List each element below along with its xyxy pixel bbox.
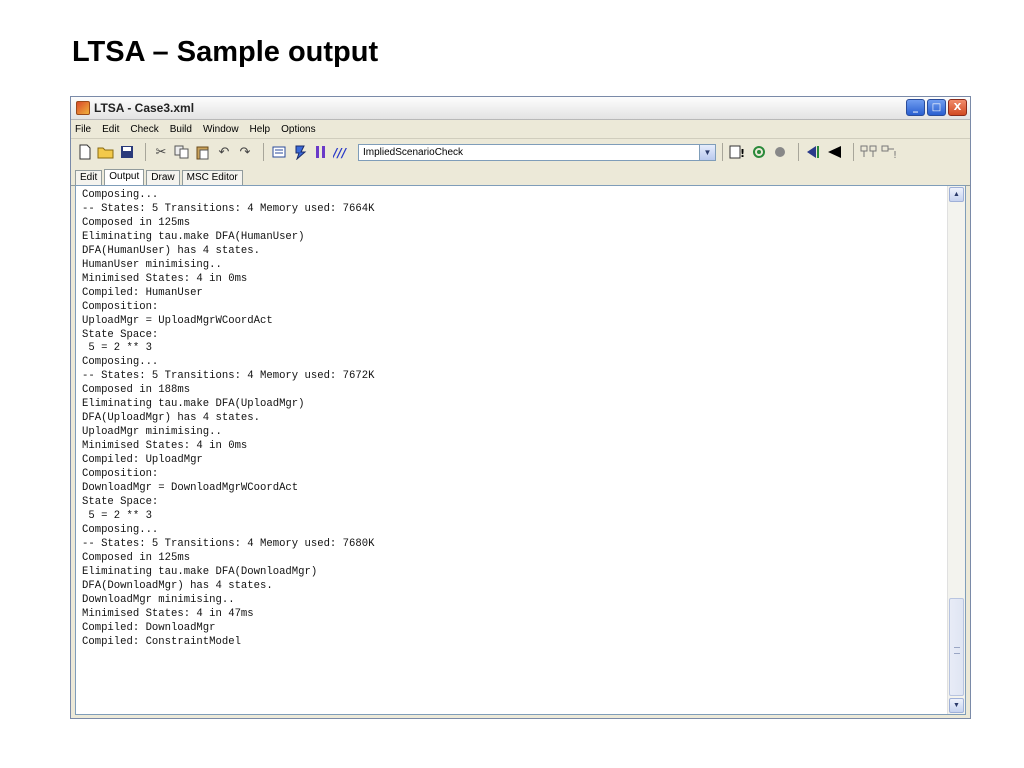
output-line: Minimised States: 4 in 47ms — [82, 607, 254, 620]
scroll-thumb[interactable] — [949, 598, 964, 696]
output-line: Compiled: HumanUser — [82, 286, 203, 299]
output-line: State Space: — [82, 328, 159, 341]
toolbar-separator — [853, 143, 854, 161]
save-icon[interactable] — [118, 143, 136, 161]
output-log[interactable]: Composing...-- States: 5 Transitions: 4 … — [82, 189, 945, 712]
close-button[interactable]: X — [948, 99, 967, 116]
window-title: LTSA - Case3.xml — [94, 101, 195, 115]
target-select-value: ImpliedScenarioCheck — [363, 146, 464, 158]
rewind-icon[interactable] — [826, 143, 844, 161]
output-panel[interactable]: Composing...-- States: 5 Transitions: 4 … — [75, 185, 966, 715]
grip-icon — [954, 647, 960, 654]
scroll-down-button[interactable]: ▼ — [949, 698, 964, 713]
output-line: Composition: — [82, 468, 159, 481]
menu-options[interactable]: Options — [281, 123, 316, 135]
scroll-up-button[interactable]: ▲ — [949, 187, 964, 202]
output-line: Minimised States: 4 in 0ms — [82, 272, 248, 285]
tab-edit[interactable]: Edit — [75, 170, 103, 185]
build-icon[interactable]: /// — [333, 143, 351, 161]
vertical-scrollbar[interactable]: ▲ ▼ — [947, 186, 965, 714]
title-bar[interactable]: LTSA - Case3.xml _ □ X — [71, 97, 970, 120]
toolbar-separator — [263, 143, 264, 161]
new-file-icon[interactable] — [76, 143, 94, 161]
output-line: Composed in 125ms — [82, 216, 191, 229]
java-app-icon — [76, 101, 90, 115]
cut-icon[interactable]: ✂ — [155, 144, 167, 160]
output-line: Composing... — [82, 189, 159, 201]
maximize-button[interactable]: □ — [927, 99, 946, 116]
toolbar: ✂ ↶ ↷ /// ImpliedScenarioCheck ▼ ! — [71, 139, 970, 165]
compile-icon[interactable] — [291, 143, 309, 161]
check-icon[interactable] — [270, 143, 288, 161]
output-line: Compiled: DownloadMgr — [82, 621, 216, 634]
output-line: Composing... — [82, 356, 159, 369]
output-line: -- States: 5 Transitions: 4 Memory used:… — [82, 370, 375, 383]
output-line: Eliminating tau.make DFA(HumanUser) — [82, 230, 305, 243]
chevron-down-icon[interactable]: ▼ — [699, 144, 715, 160]
pause-icon[interactable] — [312, 143, 330, 161]
output-line: DownloadMgr minimising.. — [82, 593, 235, 606]
output-line: Composed in 125ms — [82, 551, 191, 564]
menu-bar: File Edit Check Build Window Help Option… — [71, 120, 970, 139]
tab-bar: Edit Output Draw MSC Editor — [71, 165, 970, 186]
refresh-icon[interactable] — [750, 143, 768, 161]
tab-draw[interactable]: Draw — [146, 170, 180, 185]
output-line: DFA(DownloadMgr) has 4 states. — [82, 579, 273, 592]
redo-icon[interactable]: ↷ — [239, 144, 251, 160]
output-line: Composing... — [82, 523, 159, 536]
toolbar-separator — [145, 143, 146, 161]
output-line: HumanUser minimising.. — [82, 258, 222, 271]
step-back-icon[interactable] — [805, 143, 823, 161]
target-select[interactable]: ImpliedScenarioCheck ▼ — [358, 143, 716, 161]
toolbar-separator — [798, 143, 799, 161]
toolbar-separator — [722, 143, 723, 161]
undo-icon[interactable]: ↶ — [218, 144, 230, 160]
slide-title: LTSA – Sample output — [72, 36, 379, 68]
output-line: -- States: 5 Transitions: 4 Memory used:… — [82, 202, 375, 215]
menu-check[interactable]: Check — [130, 123, 159, 135]
output-line: Composition: — [82, 300, 159, 313]
output-line: 5 = 2 ** 3 — [82, 509, 152, 522]
output-line: Minimised States: 4 in 0ms — [82, 440, 248, 453]
output-line: Eliminating tau.make DFA(UploadMgr) — [82, 398, 305, 411]
menu-edit[interactable]: Edit — [102, 123, 120, 135]
window-controls: _ □ X — [906, 99, 967, 116]
svg-text:///: /// — [333, 146, 348, 159]
output-line: 5 = 2 ** 3 — [82, 342, 152, 355]
output-line: Compiled: ConstraintModel — [82, 635, 241, 648]
menu-build[interactable]: Build — [169, 123, 192, 135]
copy-icon[interactable] — [173, 143, 191, 161]
output-line: Composed in 188ms — [82, 384, 191, 397]
output-line: Compiled: UploadMgr — [82, 454, 203, 467]
output-line: Eliminating tau.make DFA(DownloadMgr) — [82, 565, 318, 578]
paste-icon[interactable] — [194, 143, 212, 161]
tab-output[interactable]: Output — [104, 169, 145, 186]
svg-text:!: ! — [893, 150, 897, 159]
tab-msc-editor[interactable]: MSC Editor — [181, 170, 243, 185]
run-icon[interactable]: ! — [729, 143, 747, 161]
draw-icon[interactable] — [860, 143, 878, 161]
output-line: UploadMgr = UploadMgrWCoordAct — [82, 314, 273, 327]
output-line: DFA(HumanUser) has 4 states. — [82, 244, 261, 257]
ltsa-window: LTSA - Case3.xml _ □ X File Edit Check B… — [70, 96, 971, 719]
menu-window[interactable]: Window — [202, 123, 239, 135]
layout-icon[interactable]: ! — [881, 143, 899, 161]
output-line: DownloadMgr = DownloadMgrWCoordAct — [82, 482, 299, 495]
minimize-button[interactable]: _ — [906, 99, 925, 116]
output-line: DFA(UploadMgr) has 4 states. — [82, 412, 261, 425]
stop-icon[interactable] — [771, 143, 789, 161]
output-line: UploadMgr minimising.. — [82, 426, 222, 439]
svg-text:!: ! — [740, 147, 745, 159]
menu-help[interactable]: Help — [249, 123, 271, 135]
output-line: -- States: 5 Transitions: 4 Memory used:… — [82, 537, 375, 550]
open-folder-icon[interactable] — [97, 143, 115, 161]
menu-file[interactable]: File — [75, 123, 92, 135]
output-line: State Space: — [82, 495, 159, 508]
